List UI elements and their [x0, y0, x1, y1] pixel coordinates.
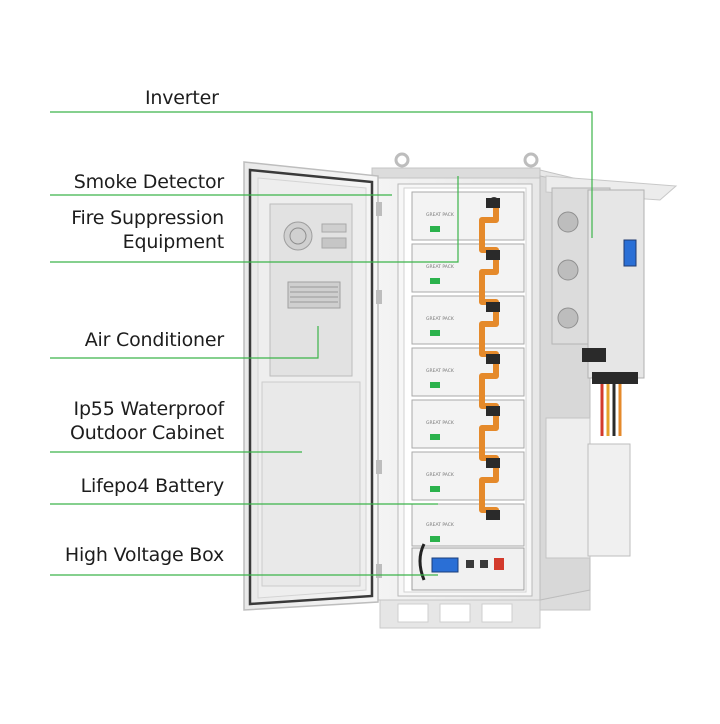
high-voltage-box [411, 543, 525, 591]
svg-text:GREAT PACK: GREAT PACK [426, 472, 455, 478]
callout-cabinet-line2: Outdoor Cabinet [69, 422, 224, 444]
callout-air-conditioner: Air Conditioner [85, 328, 224, 352]
callout-air-conditioner-text: Air Conditioner [84, 329, 224, 351]
callout-battery-text: Lifepo4 Battery [80, 475, 225, 497]
callout-cabinet-line1: Ip55 Waterproof [73, 398, 225, 420]
callout-cabinet: Ip55 Waterproof Outdoor Cabinet [70, 397, 224, 445]
callout-fire-suppression: Fire Suppression Equipment [71, 206, 224, 254]
side-wiring [600, 384, 622, 436]
svg-text:GREAT PACK: GREAT PACK [426, 212, 455, 218]
svg-text:GREAT PACK: GREAT PACK [426, 522, 455, 528]
svg-text:GREAT PACK: GREAT PACK [426, 368, 455, 374]
callout-fire-suppression-line2: Equipment [122, 231, 225, 253]
callout-high-voltage-box-text: High Voltage Box [64, 544, 224, 566]
callout-battery: Lifepo4 Battery [80, 474, 225, 498]
svg-text:GREAT PACK: GREAT PACK [426, 316, 455, 322]
callout-smoke-detector-text: Smoke Detector [73, 171, 224, 193]
svg-text:GREAT PACK: GREAT PACK [426, 264, 455, 270]
svg-text:GREAT PACK: GREAT PACK [426, 420, 455, 426]
callout-high-voltage-box: High Voltage Box [65, 543, 224, 567]
callout-inverter: Inverter [145, 86, 219, 110]
battery-module: GREAT PACK [411, 191, 525, 241]
inverter-unit [545, 175, 678, 384]
battery-stack: GREAT PACK GREAT PACK GREAT PACK GREAT P… [411, 191, 525, 547]
junction-box [545, 417, 631, 559]
callout-smoke-detector: Smoke Detector [74, 170, 224, 194]
cabinet-door [243, 161, 382, 611]
callout-inverter-text: Inverter [145, 87, 219, 109]
callout-lines [50, 111, 593, 576]
callout-fire-suppression-line1: Fire Suppression [71, 207, 224, 229]
